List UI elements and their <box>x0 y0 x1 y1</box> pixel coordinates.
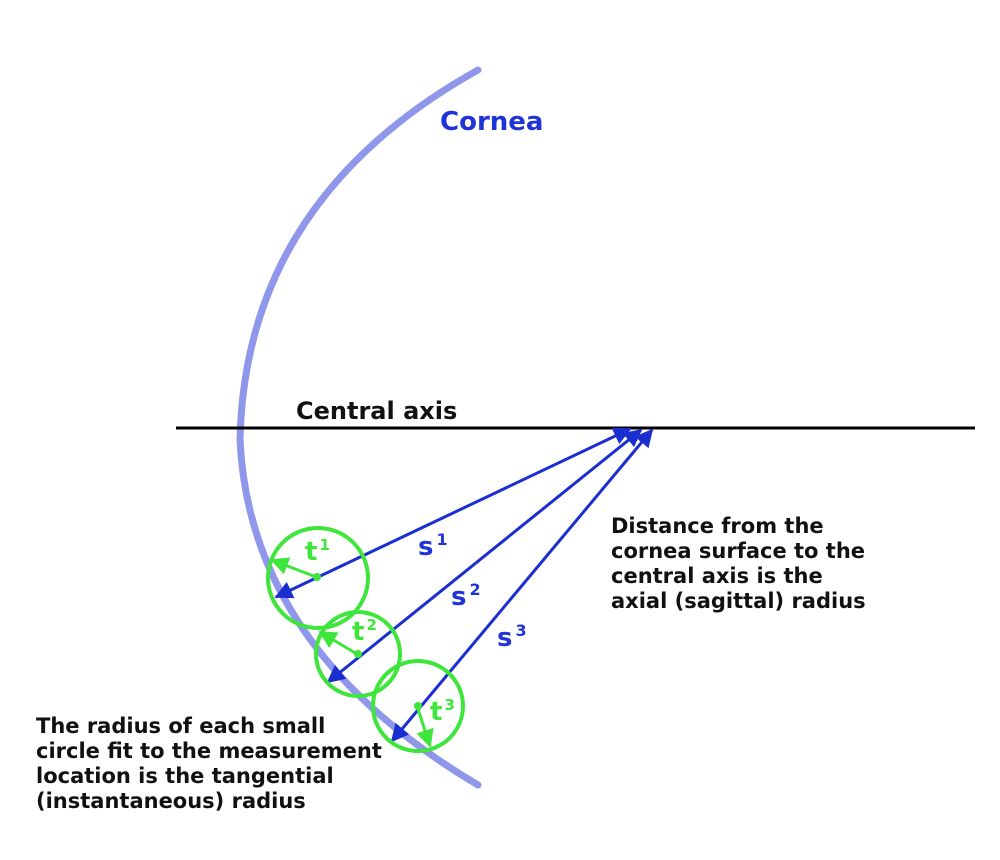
t2-sup: 2 <box>366 616 376 634</box>
s1-arrow <box>274 427 632 599</box>
s3-letter: s <box>497 623 512 653</box>
s1-sup: 1 <box>436 530 447 549</box>
center-point-2 <box>354 650 362 658</box>
central-axis-label: Central axis <box>296 397 457 425</box>
t3-arrow <box>415 705 434 748</box>
t1-sup: 1 <box>319 536 329 554</box>
t2-letter: t <box>352 617 364 647</box>
t3-sup: 3 <box>444 696 454 714</box>
tangential-note-line-4: (instantaneous) radius <box>36 789 306 813</box>
axial-note-line-1: Distance from the <box>611 514 824 538</box>
t3-letter: t <box>430 697 442 727</box>
t1-letter: t <box>305 537 317 567</box>
cornea-label: Cornea <box>440 107 543 137</box>
cornea-arc <box>236 66 482 789</box>
s3-sup: 3 <box>515 621 526 640</box>
axial-note-line-4: axial (sagittal) radius <box>611 589 866 613</box>
center-point-3 <box>414 702 422 710</box>
tangential-radius-note: The radius of each small circle fit to t… <box>36 714 382 814</box>
tangential-note-line-1: The radius of each small <box>36 714 326 738</box>
tangential-circle-1 <box>266 526 370 630</box>
axial-note-line-3: central axis is the <box>611 564 823 588</box>
t1-arrow <box>270 557 317 579</box>
s1-letter: s <box>418 532 433 562</box>
s3-arrow <box>390 428 654 743</box>
s2-arrow <box>326 428 643 684</box>
s2-letter: s <box>451 582 466 612</box>
t2-arrow <box>318 630 358 656</box>
tangential-circle-2 <box>314 610 402 698</box>
center-point-1 <box>313 573 321 581</box>
s2-sup: 2 <box>469 580 480 599</box>
tangential-circle-3 <box>371 659 465 753</box>
axial-radius-note: Distance from the cornea surface to the … <box>611 514 866 614</box>
tangential-note-line-2: circle fit to the measurement <box>36 739 382 763</box>
axial-note-line-2: cornea surface to the <box>611 539 866 563</box>
tangential-note-line-3: location is the tangential <box>36 764 334 788</box>
